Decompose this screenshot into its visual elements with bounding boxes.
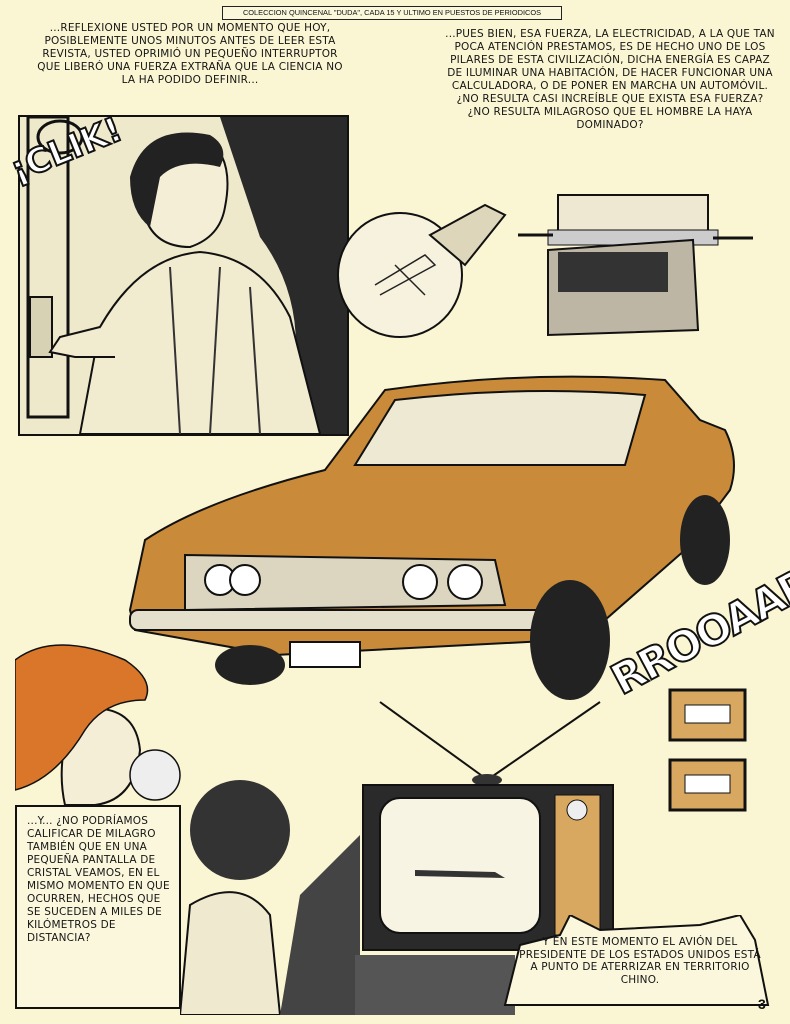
man-at-switch-illustration: [20, 117, 347, 434]
light-bulb-illustration: [337, 203, 507, 338]
calculator-illustration: [518, 194, 753, 337]
publication-banner: COLECCION QUINCENAL "DUDA", CADA 15 Y UL…: [222, 6, 562, 20]
woman-and-girl-illustration: [15, 644, 181, 806]
tv-caption-text: ...Y... ¿No podríamos calificar de milag…: [27, 815, 170, 944]
speech-bubble: [503, 915, 770, 1006]
page-number: 3: [758, 996, 766, 1012]
car-illustration: [128, 375, 735, 700]
switch-panel: [18, 115, 349, 436]
tv-announcement-text: Y en este momento el avión del President…: [519, 936, 761, 986]
tv-caption-box: ...Y... ¿No podríamos calificar de milag…: [15, 805, 181, 1009]
electricity-narration: ...Pues bien, esa fuerza, la electricida…: [445, 28, 775, 131]
speakers-illustration: [668, 688, 747, 812]
intro-narration: ...Reflexione usted por un momento que h…: [37, 22, 343, 86]
boy-illustration: [180, 780, 360, 1015]
television-illustration: [355, 701, 614, 1015]
